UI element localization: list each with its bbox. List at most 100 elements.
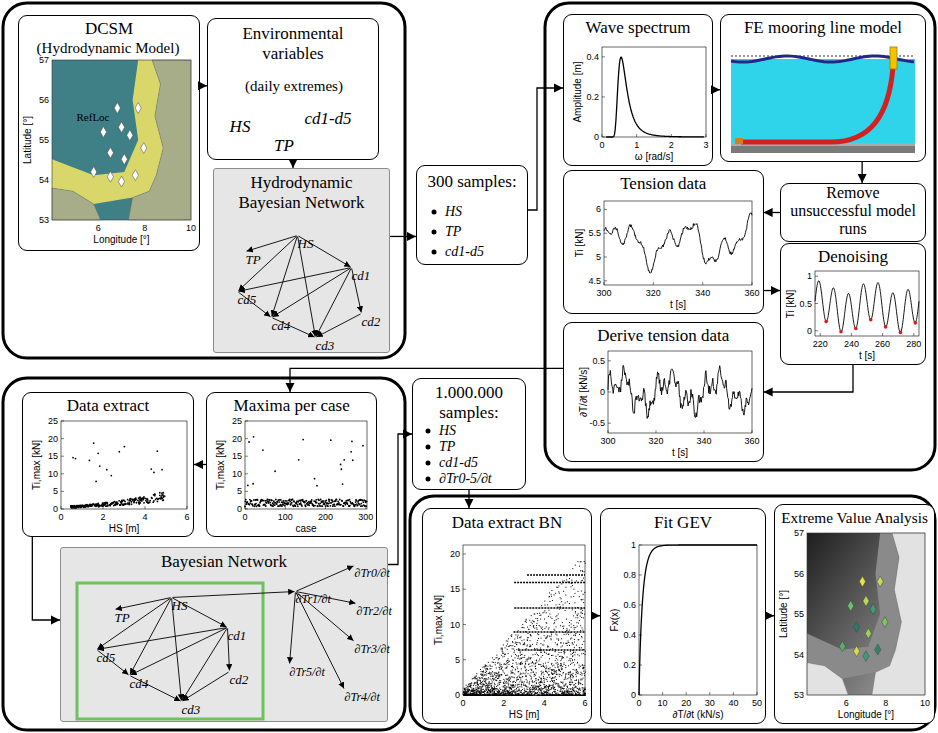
- tick-label: 54: [39, 175, 49, 185]
- tick-label: 57: [39, 55, 49, 65]
- tick-label: 40: [728, 698, 738, 708]
- tick-label: 15: [48, 451, 58, 461]
- flow-arrow: [239, 292, 271, 316]
- flow-arrow: [764, 365, 853, 393]
- flow-arrow: [592, 615, 600, 616]
- box-title: 1.000.000 samples:: [417, 383, 521, 423]
- bullet-dot: [426, 461, 431, 466]
- axis-label: Ti,max [kN]: [433, 595, 444, 645]
- flow-arrow: [468, 490, 469, 508]
- flow-arrow: [247, 236, 297, 251]
- variable-name: cd1-d5: [304, 109, 351, 129]
- flow-arrow: [317, 314, 361, 337]
- box-title: 300 samples:: [421, 172, 523, 192]
- box-title: Remove unsuccessful model runs: [785, 184, 921, 238]
- axis-label: Longitude [°]: [838, 709, 894, 720]
- flow-arrow: [298, 237, 316, 337]
- flow-arrow: [290, 368, 563, 392]
- box-title: Tension data: [568, 174, 759, 194]
- list-item: TP: [445, 224, 461, 240]
- axis-label: t [s]: [859, 350, 875, 361]
- tick-label: 10: [450, 620, 460, 630]
- box-title: Maxima per case: [211, 396, 372, 416]
- process-box: Wave spectrumAmplitude [m]0.40.200123ω […: [563, 14, 713, 166]
- tick-label: 340: [696, 436, 711, 446]
- tick-label: 300: [596, 288, 611, 298]
- tick-label: 5: [596, 252, 601, 262]
- tick-label: 0.8: [623, 570, 636, 580]
- tick-label: 55: [794, 609, 804, 619]
- flow-arrow: [98, 650, 129, 674]
- panel-frame: [3, 3, 405, 358]
- tick-label: 8: [142, 223, 147, 233]
- tick-label: 0: [599, 140, 604, 150]
- tick-label: 53: [794, 690, 804, 700]
- flow-arrow: [390, 236, 416, 237]
- tick-label: 4: [542, 698, 547, 708]
- flow-arrow: [388, 434, 412, 565]
- tick-label: 20: [450, 549, 460, 559]
- list-item: cd1-d5: [439, 455, 478, 471]
- tick-label: 0: [242, 512, 247, 522]
- tick-label: 56: [39, 95, 49, 105]
- tick-label: 4: [142, 512, 147, 522]
- axis-label: Longitude [°]: [93, 234, 149, 245]
- flow-arrow: [764, 212, 780, 213]
- box-title: Extreme Value Analysis: [775, 509, 934, 527]
- node-label: ∂Tr3/∂t: [355, 642, 390, 657]
- process-box: Fit GEVFx(x)10.80.60.40.2001020304050∂T/…: [600, 508, 766, 724]
- flow-arrow: [352, 269, 362, 313]
- node-label: ∂Tr2/∂t: [357, 604, 392, 619]
- flow-arrow: [764, 290, 780, 291]
- tick-label: 0.2: [623, 660, 636, 670]
- flow-arrow: [297, 592, 354, 640]
- axis-label: Amplitude [m]: [572, 61, 583, 122]
- network-frame: [61, 548, 386, 720]
- tick-label: 0: [58, 512, 63, 522]
- flow-arrow: [32, 537, 60, 620]
- tick-label: 50: [752, 698, 762, 708]
- process-box: Extreme Value Analysis5756555453Latitude…: [774, 504, 935, 724]
- box-title: DCSM: [23, 19, 195, 39]
- node-label: ∂Tr4/∂t: [345, 690, 380, 705]
- panel-frame: [545, 3, 935, 470]
- axis-label: Latitude [°]: [22, 116, 33, 164]
- axis-label: Ti [kN]: [574, 229, 585, 258]
- flow-arrow: [713, 89, 720, 90]
- flow-arrow: [98, 598, 171, 649]
- flow-arrow: [290, 593, 296, 664]
- list-item: HS: [439, 423, 456, 439]
- tick-label: 360: [744, 288, 759, 298]
- flow-arrow: [766, 615, 774, 616]
- tick-label: -0.5: [589, 418, 605, 428]
- box-title: Bayesian Network: [65, 552, 383, 572]
- flow-arrow: [297, 592, 356, 604]
- flow-arrow: [273, 318, 315, 337]
- box-title: FE mooring line model: [725, 18, 921, 38]
- tick-label: 10: [186, 223, 196, 233]
- tick-label: 5: [237, 486, 242, 496]
- node-label: TP: [246, 252, 261, 268]
- tick-label: 10: [658, 698, 668, 708]
- process-box: 300 samples:HSTPcd1-d5: [416, 165, 528, 265]
- axis-label: Latitude [°]: [778, 590, 789, 638]
- box-title: Hydrodynamic Bayesian Network: [218, 173, 385, 213]
- tick-label: 6: [184, 512, 189, 522]
- box-title: Data extract BN: [427, 513, 587, 533]
- axis-label: HS [m]: [109, 523, 140, 534]
- tick-label: 0.4: [586, 52, 599, 62]
- tick-label: 5: [455, 655, 460, 665]
- tick-label: 0: [237, 504, 242, 514]
- panel-frame: [3, 378, 405, 730]
- tick-label: 0: [600, 387, 605, 397]
- axis-label: HS [m]: [509, 709, 540, 720]
- node-label: cd3: [316, 338, 335, 354]
- tick-label: 3: [703, 140, 708, 150]
- tick-label: 55: [39, 135, 49, 145]
- tick-label: 0.4: [623, 630, 636, 640]
- tick-label: 2: [501, 698, 506, 708]
- tick-label: 20: [232, 434, 242, 444]
- list-item: TP: [439, 439, 455, 455]
- node-label: cd5: [238, 292, 257, 308]
